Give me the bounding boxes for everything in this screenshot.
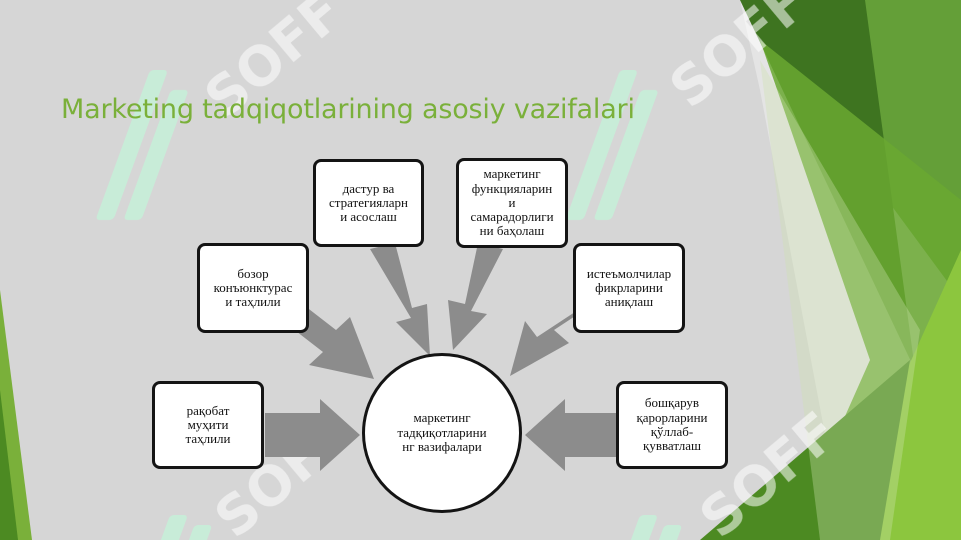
right-light-overlay xyxy=(760,60,920,540)
node-competition: рақобат муҳити таҳлили xyxy=(152,381,264,469)
right-green-triangle-bottom xyxy=(700,360,910,540)
left-green-triangle-dark xyxy=(0,390,18,540)
node-market: бозор конъюнктурас и таҳлили xyxy=(197,243,309,333)
slide-title: Marketing tadqiqotlarining asosiy vazifa… xyxy=(61,94,635,125)
node-management-label: бошқарув қарорларини қўллаб- қувватлаш xyxy=(636,395,708,454)
node-program-label: дастур ва стратегияларн и асослаш xyxy=(329,180,408,225)
node-competition-label: рақобат муҳити таҳлили xyxy=(185,402,231,447)
node-functions-label: маркетинг функцияларин и самарадорлиги н… xyxy=(470,166,554,239)
center-circle-label: маркетинг тадқиқотларини нг вазифалари xyxy=(397,409,487,455)
arrow-competition xyxy=(265,399,360,471)
node-management: бошқарув қарорларини қўллаб- қувватлаш xyxy=(616,381,728,469)
arrow-consumers xyxy=(510,303,595,376)
node-consumers: истеъмолчилар фикрларини аниқлаш xyxy=(573,243,685,333)
center-circle: маркетинг тадқиқотларини нг вазифалари xyxy=(362,353,522,513)
node-market-label: бозор конъюнктурас и таҳлили xyxy=(213,265,293,310)
arrow-program xyxy=(370,243,430,356)
arrow-market xyxy=(292,306,374,379)
arrow-functions xyxy=(448,243,503,350)
node-program: дастур ва стратегияларн и асослаш xyxy=(313,159,424,247)
node-consumers-label: истеъмолчилар фикрларини аниқлаш xyxy=(586,265,672,310)
node-functions: маркетинг функцияларин и самарадорлиги н… xyxy=(456,158,568,248)
watermark-logo-marks xyxy=(96,70,682,540)
arrow-management xyxy=(525,399,620,471)
diagram-arrows xyxy=(265,243,620,471)
